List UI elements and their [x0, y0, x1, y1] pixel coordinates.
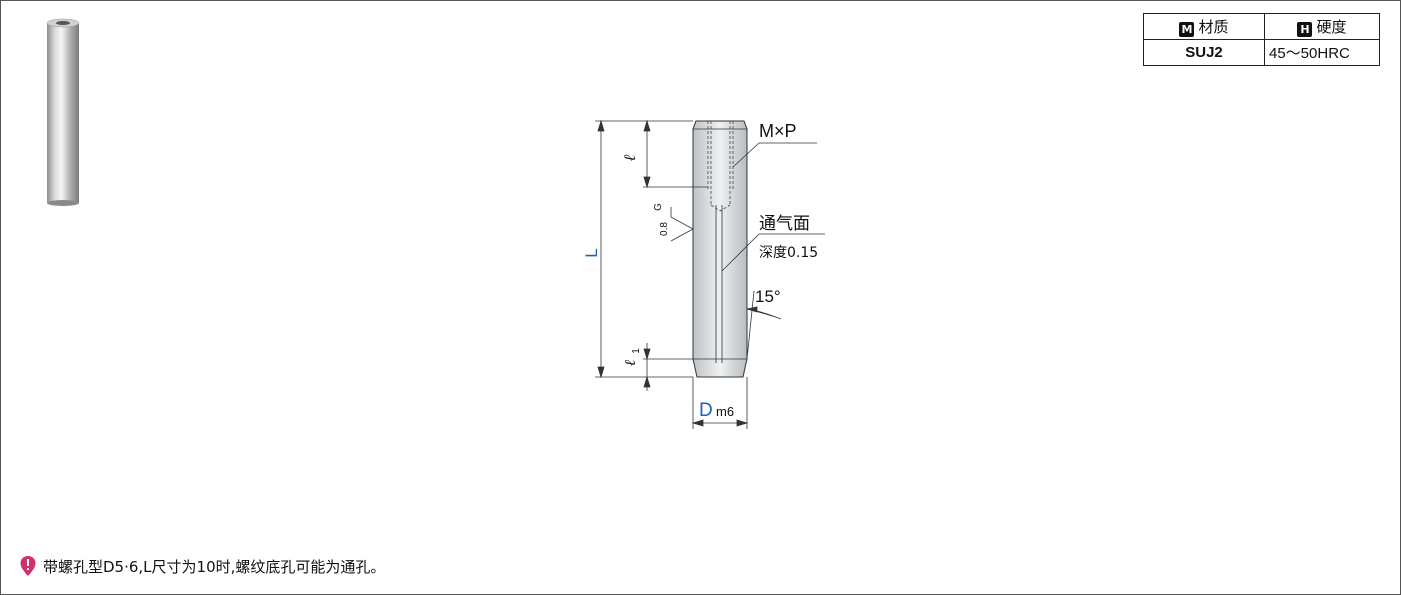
vent-depth-label: 深度0.15: [759, 245, 818, 261]
material-badge-icon: M: [1179, 22, 1195, 37]
surface-roughness-icon: [670, 207, 694, 242]
material-value: SUJ2: [1143, 39, 1265, 66]
hardness-badge-icon: H: [1297, 22, 1313, 37]
material-header: 材质: [1198, 18, 1229, 36]
thread-length-label: ℓ: [620, 154, 639, 161]
thread-hole: [707, 121, 734, 212]
length-label: L: [582, 248, 601, 257]
surface-roughness-value: 0.8: [659, 222, 670, 236]
technical-drawing: L ℓ ℓ 1 G 0.8 M×P: [582, 119, 825, 429]
hardness-value: 45～50HRC: [1264, 39, 1380, 66]
surface-grade: G: [653, 203, 664, 211]
hardness-header: 硬度: [1316, 18, 1347, 36]
diameter-tolerance: m6: [716, 404, 734, 419]
thread-label: M×P: [759, 121, 797, 141]
note-text: 带螺孔型D5·6,L尺寸为10时,螺纹底孔可能为通孔。: [43, 557, 386, 576]
vent-label: 通气面: [759, 214, 810, 234]
note: 带螺孔型D5·6,L尺寸为10时,螺纹底孔可能为通孔。: [19, 555, 385, 577]
chamfer-length-label: ℓ: [621, 360, 639, 366]
angle-label: 15°: [755, 287, 781, 306]
diameter-label: D: [699, 400, 713, 421]
pin-body: [692, 120, 748, 378]
alert-pin-icon: [20, 556, 36, 576]
product-photo: [46, 18, 80, 206]
chamfer-length-sub: 1: [631, 348, 642, 354]
